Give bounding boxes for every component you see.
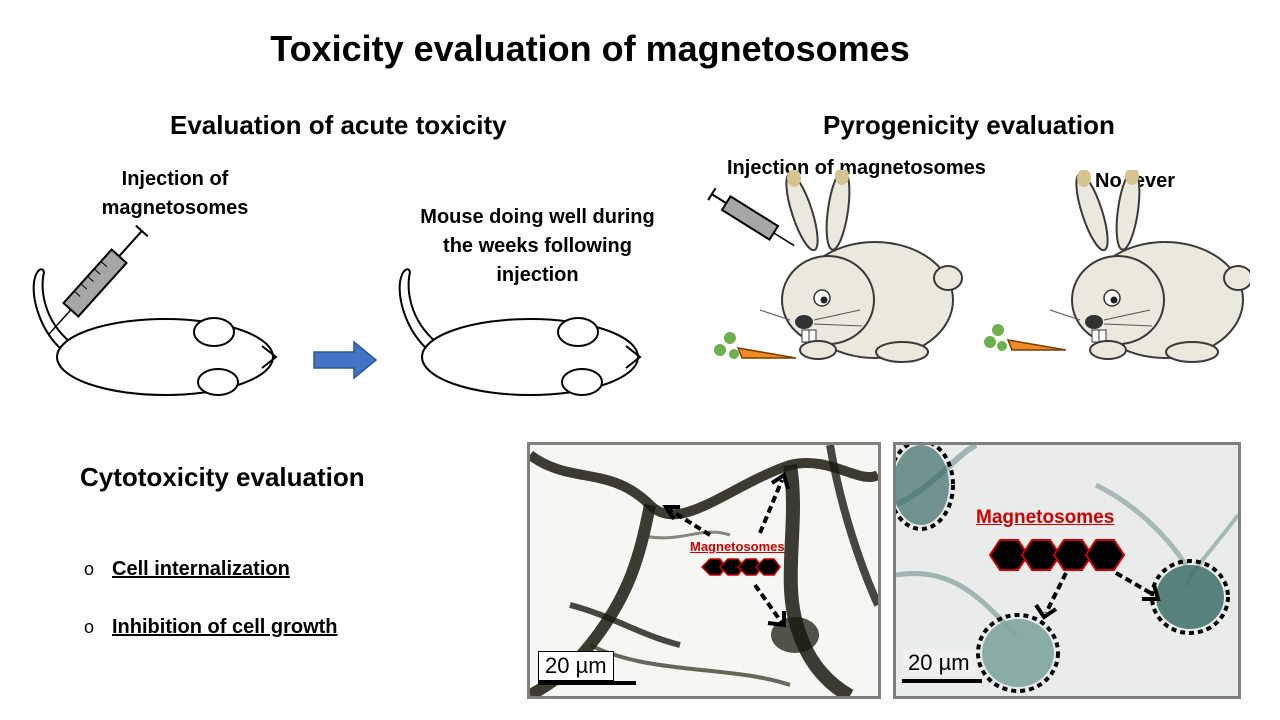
micrograph-panel-1: Magnetosomes 20 µm xyxy=(527,442,881,699)
bullet-marker: o xyxy=(84,617,95,637)
bullet-marker: o xyxy=(84,559,95,579)
scale-label-2: 20 µm xyxy=(902,649,976,677)
scale-bar-1 xyxy=(538,681,636,685)
scale-label-1: 20 µm xyxy=(538,651,614,681)
mouse-before-icon xyxy=(32,268,278,396)
magnetosomes-label-2: Magnetosomes xyxy=(976,507,1115,528)
pyrogenicity-illustration xyxy=(707,170,1250,363)
rabbit-no-fever-icon xyxy=(984,170,1250,363)
cytotoxicity-heading: Cytotoxicity evaluation xyxy=(80,462,365,492)
magnetosomes-label-1: Magnetosomes xyxy=(690,539,785,554)
page-title: Toxicity evaluation of magnetosomes xyxy=(270,28,910,69)
magnetosome-chain-icon xyxy=(988,539,1126,571)
rabbit-injected-icon xyxy=(714,170,963,363)
syringe-icon xyxy=(47,224,149,336)
acute-toxicity-illustration xyxy=(32,224,642,396)
scale-bar-2 xyxy=(902,679,982,683)
acute-toxicity-heading: Evaluation of acute toxicity xyxy=(170,110,507,140)
right-arrow-icon xyxy=(313,340,378,380)
mouse-after-icon xyxy=(398,268,642,396)
syringe-icon xyxy=(707,187,795,247)
mouse-injection-label: Injection of magnetosomes xyxy=(101,168,249,219)
magnetosome-chain-icon xyxy=(700,558,781,576)
pyrogenicity-heading: Pyrogenicity evaluation xyxy=(823,110,1115,140)
mouse-outcome-label: Mouse doing well during the weeks follow… xyxy=(420,206,655,286)
micrograph-2-image xyxy=(896,445,1238,693)
micrograph-panel-2: Magnetosomes 20 µm xyxy=(893,442,1241,699)
